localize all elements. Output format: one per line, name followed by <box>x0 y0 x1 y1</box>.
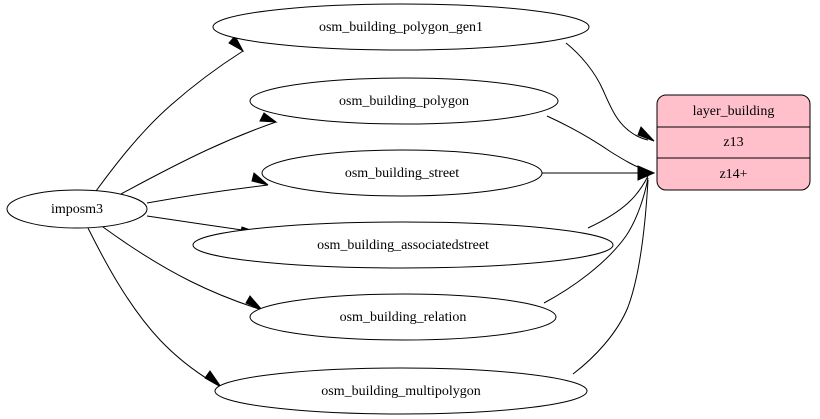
node-osm-building-relation-label: osm_building_relation <box>340 310 467 325</box>
node-layer-building[interactable]: layer_building z13 z14+ <box>656 94 811 191</box>
arrowhead-icon-polygon-gen1 <box>228 35 245 53</box>
node-osm-building-relation-shape[interactable] <box>249 293 557 341</box>
layer-building-row-z14plus[interactable]: z14+ <box>719 167 747 182</box>
arrowhead-icon-relation <box>245 295 263 311</box>
node-osm-building-multipolygon[interactable]: osm_building_multipolygon <box>214 367 588 415</box>
node-imposm3-shape[interactable] <box>6 189 148 229</box>
node-osm-building-polygon-gen1[interactable]: osm_building_polygon_gen1 <box>212 3 590 51</box>
node-osm-building-polygon-gen1-label: osm_building_polygon_gen1 <box>319 20 483 35</box>
node-osm-building-polygon-gen1-shape[interactable] <box>212 3 590 51</box>
layer-building-box[interactable] <box>656 94 811 191</box>
edge-imposm3-to-polygon-gen1 <box>95 50 244 192</box>
node-osm-building-polygon-shape[interactable] <box>249 77 559 125</box>
arrowheads-layer <box>204 35 656 388</box>
layer-building-title: layer_building <box>693 104 775 119</box>
node-imposm3-label: imposm3 <box>51 202 103 217</box>
node-osm-building-associatedstreet-label: osm_building_associatedstreet <box>317 238 489 253</box>
layer-building-row-z13[interactable]: z13 <box>723 135 743 150</box>
node-osm-building-street-label: osm_building_street <box>345 166 459 181</box>
edges-layer <box>87 42 649 388</box>
edge-multipolygon-to-z14plus <box>572 179 649 375</box>
edge-imposm3-to-polygon <box>120 121 277 195</box>
node-osm-building-polygon[interactable]: osm_building_polygon <box>249 77 559 125</box>
edge-polygon-gen1-to-z13 <box>565 42 649 141</box>
edge-associatedstreet-to-z14plus <box>587 175 649 229</box>
edge-imposm3-to-street <box>146 184 269 204</box>
node-osm-building-associatedstreet-shape[interactable] <box>192 221 614 269</box>
arrowhead-icon-multipolygon <box>204 370 222 388</box>
node-osm-building-street-shape[interactable] <box>261 149 543 197</box>
node-osm-building-associatedstreet[interactable]: osm_building_associatedstreet <box>192 221 614 269</box>
arrowhead-icon-z13 <box>637 126 655 142</box>
node-imposm3[interactable]: imposm3 <box>6 189 148 229</box>
node-osm-building-polygon-label: osm_building_polygon <box>339 94 469 109</box>
node-osm-building-multipolygon-label: osm_building_multipolygon <box>321 384 480 399</box>
edge-imposm3-to-relation <box>102 226 263 311</box>
arrowhead-icon-street <box>251 172 269 186</box>
node-osm-building-multipolygon-shape[interactable] <box>214 367 588 415</box>
node-osm-building-relation[interactable]: osm_building_relation <box>249 293 557 341</box>
arrowhead-icon-polygon <box>259 112 278 123</box>
arrowhead-icon-z14plus <box>637 165 656 181</box>
edge-polygon-to-z14plus <box>546 115 646 171</box>
edge-imposm3-to-multipolygon <box>87 227 222 388</box>
node-osm-building-street[interactable]: osm_building_street <box>261 149 543 197</box>
edge-relation-to-z14plus <box>543 177 649 304</box>
edge-imposm3-to-associatedstreet <box>146 215 257 233</box>
